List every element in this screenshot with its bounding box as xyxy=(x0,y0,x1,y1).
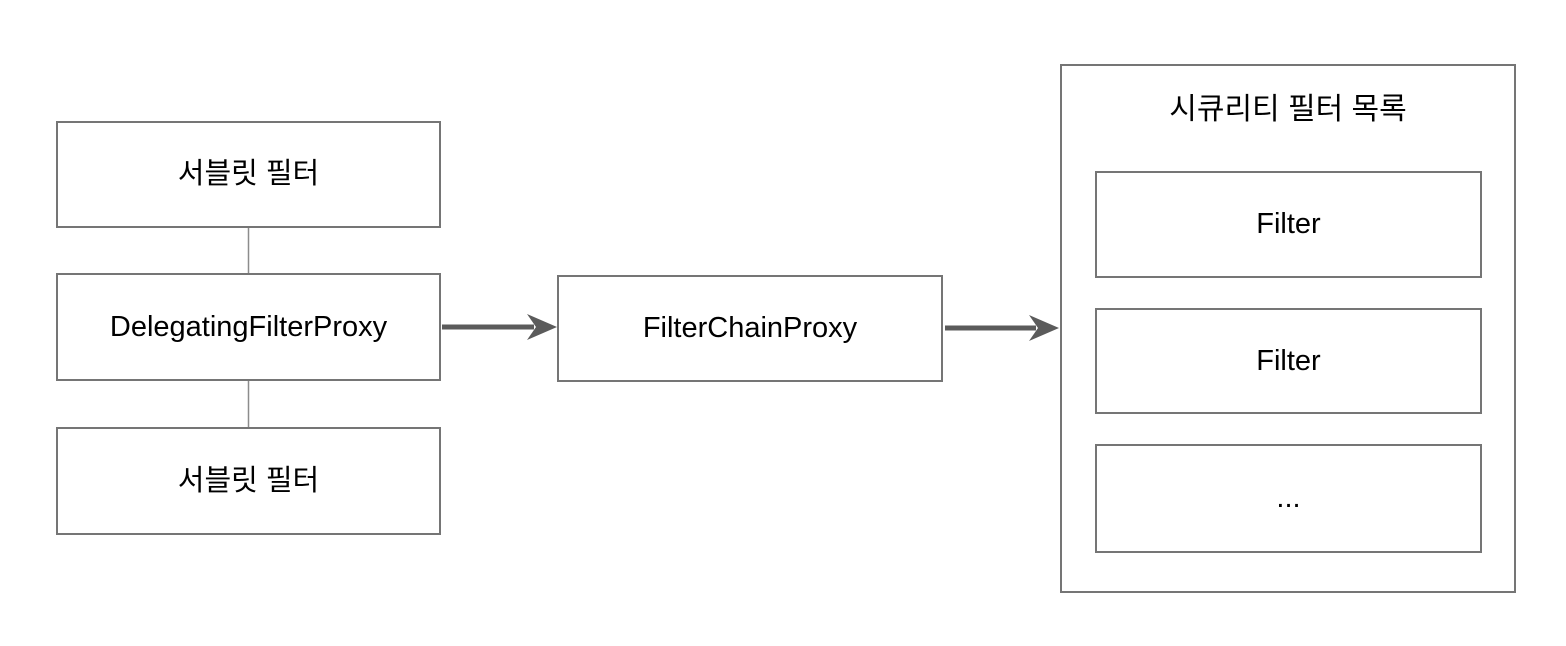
node-filter-1: Filter xyxy=(1095,171,1482,278)
node-servlet-filter-top: 서블릿 필터 xyxy=(56,121,441,228)
node-filter-2: Filter xyxy=(1095,308,1482,414)
node-filter-2-label: Filter xyxy=(1256,344,1321,377)
node-filter-chain-proxy-label: FilterChainProxy xyxy=(642,312,858,345)
node-delegating-filter-proxy-label: DelegatingFilterProxy xyxy=(109,310,388,343)
arrow-delegating-to-filterchain-head xyxy=(527,314,557,340)
security-filter-list-title: 시큐리티 필터 목록 xyxy=(1169,93,1407,126)
node-filter-3: ... xyxy=(1095,444,1482,553)
node-servlet-filter-top-label: 서블릿 필터 xyxy=(177,158,320,191)
node-filter-1-label: Filter xyxy=(1256,208,1321,241)
node-servlet-filter-bottom-label: 서블릿 필터 xyxy=(177,464,320,497)
node-servlet-filter-bottom: 서블릿 필터 xyxy=(56,427,441,535)
node-filter-3-label: ... xyxy=(1276,482,1301,515)
arrow-filterchain-to-panel-head xyxy=(1029,315,1059,341)
node-filter-chain-proxy: FilterChainProxy xyxy=(557,275,943,382)
node-delegating-filter-proxy: DelegatingFilterProxy xyxy=(56,273,441,381)
